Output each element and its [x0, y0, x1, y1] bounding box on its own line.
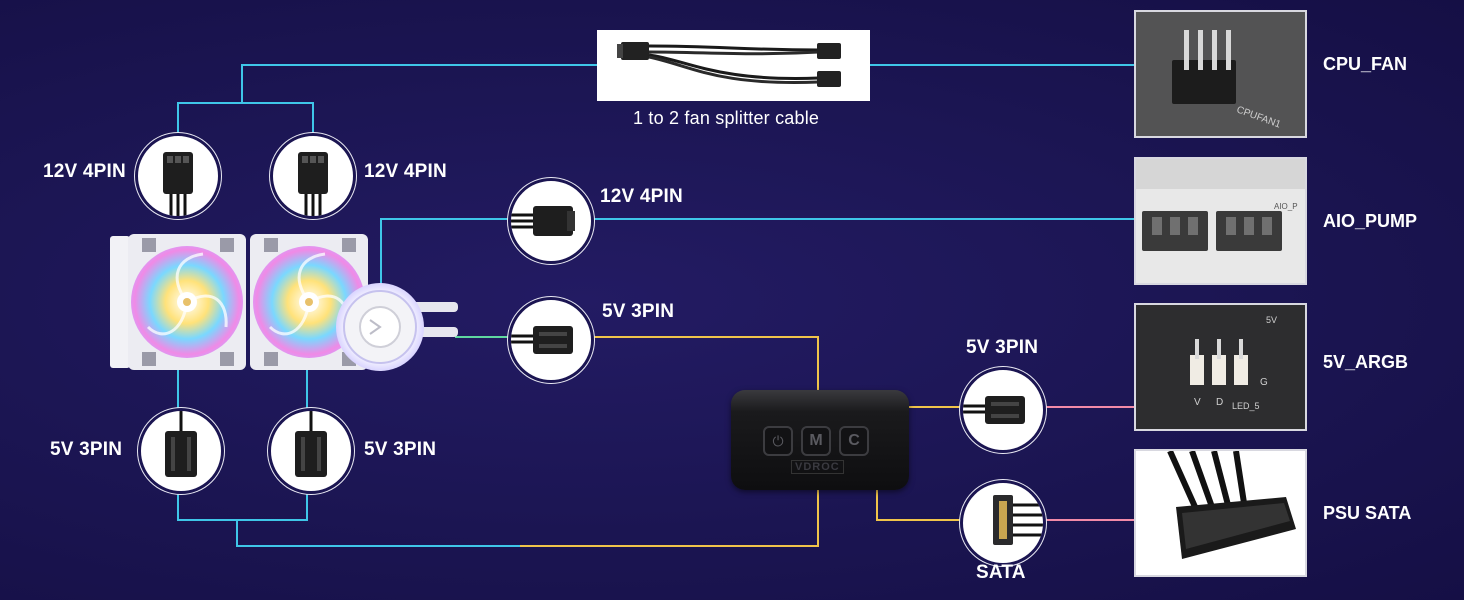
fan1-pwm-connector-bubble	[135, 133, 221, 219]
fan2-argb-connector-bubble	[268, 408, 354, 494]
aio-radiator-image	[110, 234, 458, 371]
argb-controller-hub: ⏻ M C VDROC	[731, 390, 909, 490]
fan1-argb-connector-bubble	[138, 408, 224, 494]
controller-sata-bubble	[960, 480, 1046, 566]
psu-sata-label: PSU SATA	[1323, 503, 1412, 523]
psu-sata-image	[1134, 449, 1307, 577]
controller-argb-out-bubble	[960, 367, 1046, 453]
wire-controller-sata	[876, 490, 962, 521]
aio-pump-label: AIO_PUMP	[1323, 211, 1418, 231]
wire-fan-pwm-to-splitter	[177, 102, 314, 135]
fan2-pwm-connector-bubble	[270, 133, 356, 219]
cpu-fan-label: CPU_FAN	[1323, 54, 1408, 74]
argb-silk-name: LED_5	[1232, 401, 1260, 411]
wire-splitter-left	[241, 64, 598, 103]
controller-color-button[interactable]: C	[839, 426, 869, 456]
argb-pin-d: D	[1216, 397, 1223, 408]
controller-power-button[interactable]: ⏻	[763, 426, 793, 456]
splitter-cable-image	[597, 30, 870, 101]
wire-pump-argb-to-controller	[590, 336, 819, 392]
argb-pin-g: G	[1260, 377, 1268, 388]
argb-label: 5V_ARGB	[1323, 352, 1409, 372]
wire-fan-argb-to-controller-b	[520, 490, 819, 547]
argb-header-image: V D G LED_5 5V	[1134, 303, 1307, 431]
controller-sata-label: SATA	[976, 562, 1026, 583]
fan1-argb-label: 5V 3PIN	[50, 439, 123, 460]
argb-silk-volt: 5V	[1266, 315, 1277, 325]
wire-fan-argb-to-controller-a	[236, 520, 520, 547]
controller-brand: VDROC	[791, 460, 844, 474]
controller-mode-button[interactable]: M	[801, 426, 831, 456]
cpu-fan-header-image: CPUFAN1	[1134, 10, 1307, 138]
pump-argb-label: 5V 3PIN	[602, 301, 675, 322]
wire-fan-argb-loop	[177, 490, 308, 521]
pump-pwm-connector-bubble	[508, 178, 594, 264]
pump-argb-connector-bubble	[508, 297, 594, 383]
pump-pwm-label: 12V 4PIN	[600, 186, 683, 207]
fan2-pwm-label: 12V 4PIN	[364, 161, 447, 182]
wire-pump-pwm	[380, 218, 508, 290]
argb-pin-v: V	[1194, 397, 1201, 408]
splitter-label: 1 to 2 fan splitter cable	[633, 108, 820, 128]
aio-pump-header-image: AIO_P	[1134, 157, 1307, 285]
fan1-pwm-label: 12V 4PIN	[43, 161, 126, 182]
aio-pump-silk-label: AIO_P	[1274, 202, 1298, 211]
controller-argb-out-label: 5V 3PIN	[966, 337, 1039, 358]
fan2-argb-label: 5V 3PIN	[364, 439, 437, 460]
